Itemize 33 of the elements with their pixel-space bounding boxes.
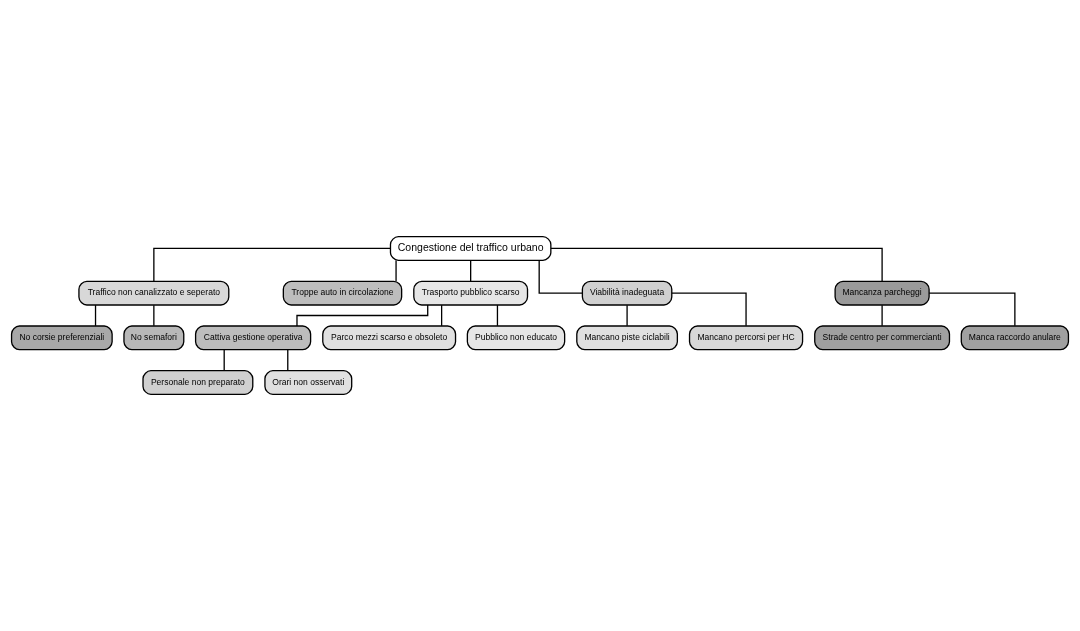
node-box: Trasporto pubblico scarso <box>413 280 529 306</box>
node-box: Parco mezzi scarso e obsoleto <box>322 325 457 351</box>
node-box: Personale non preparato <box>142 370 254 396</box>
connector <box>538 259 583 294</box>
connector <box>395 259 397 282</box>
node-box: Mancano piste ciclabili <box>576 325 679 351</box>
connector <box>153 304 155 327</box>
connector <box>296 304 429 327</box>
node-box: Cattiva gestione operativa <box>194 325 312 351</box>
connector <box>928 292 1016 327</box>
connector <box>496 304 499 327</box>
connector <box>470 259 472 282</box>
node-box: Congestione del traffico urbano <box>389 235 552 261</box>
node-box: Mancano percorsi per HC <box>688 325 804 351</box>
node-box: No corsie preferenziali <box>10 325 113 351</box>
node-box: Viabilità inadeguata <box>581 280 673 306</box>
connector <box>153 247 391 282</box>
node-box: No semafori <box>123 325 185 351</box>
node-box: Pubblico non educato <box>466 325 566 351</box>
node-box: Troppe auto in circolazione <box>282 280 403 306</box>
connector <box>223 349 225 372</box>
node-box: Manca raccordo anulare <box>960 325 1070 351</box>
connector <box>287 349 289 372</box>
node-box: Orari non osservati <box>264 370 353 396</box>
connector <box>671 292 747 327</box>
connector <box>440 304 443 327</box>
connector <box>881 304 883 327</box>
node-box: Strade centro per commercianti <box>814 325 951 351</box>
connector <box>550 247 883 282</box>
connector <box>94 304 97 327</box>
node-box: Traffico non canalizzato e seperato <box>78 280 230 306</box>
node-box: Mancanza parcheggi <box>834 280 930 306</box>
connector <box>626 304 628 327</box>
